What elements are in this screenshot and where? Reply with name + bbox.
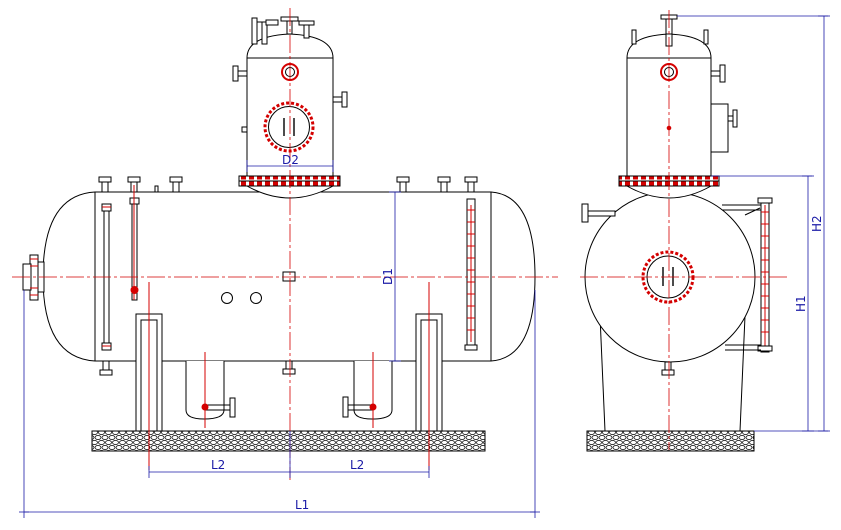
left-saddle-support [135, 282, 163, 470]
right-saddle-support [415, 282, 443, 470]
dim-label-h2: H2 [810, 215, 824, 232]
side-foundation [586, 430, 755, 452]
left-sump [185, 352, 236, 428]
sight-hole-right [250, 292, 262, 304]
side-level-gauge [722, 197, 773, 353]
upper-large-manhole [263, 101, 315, 153]
main-top-nozzles [98, 176, 478, 193]
right-sump [342, 352, 393, 428]
dim-label-l1: L1 [295, 498, 309, 512]
dim-label-h1: H1 [794, 295, 808, 312]
side-upper-vessel [618, 14, 738, 199]
second-level-gauge [129, 185, 140, 301]
right-level-gauge [464, 198, 478, 351]
dimensions: D2 D1 L2 L2 L1 H1 H2 [19, 15, 830, 518]
left-head-nozzle [22, 254, 45, 301]
front-view [12, 8, 558, 480]
front-foundation [91, 430, 486, 452]
dim-label-d1: D1 [381, 268, 395, 285]
dim-label-l2-left: L2 [211, 458, 225, 472]
sight-hole-left [221, 292, 233, 304]
dim-label-l2-right: L2 [350, 458, 364, 472]
dim-label-d2: D2 [282, 153, 299, 167]
main-bottom-nozzles [99, 360, 296, 376]
side-view [580, 10, 790, 452]
center-marker [282, 271, 296, 282]
left-level-gauge [101, 203, 112, 351]
